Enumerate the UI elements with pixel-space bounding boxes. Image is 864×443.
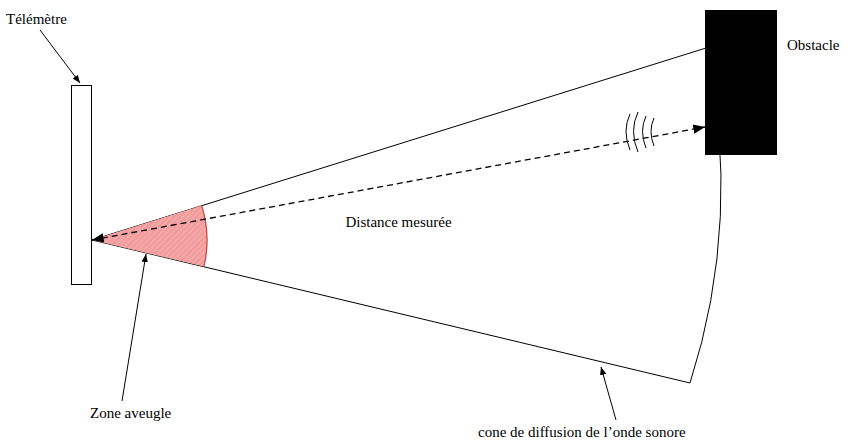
obstacle-block: Obstacle (705, 10, 777, 155)
blind-zone (92, 206, 207, 267)
blind-zone-label: Zone aveugle (90, 405, 171, 422)
sound-cone (92, 48, 721, 383)
distance-arrow (92, 127, 705, 240)
sound-waves (626, 112, 654, 152)
node-label: Obstacle (787, 37, 839, 54)
leader-line (40, 30, 80, 83)
node-label: Télémètre (6, 11, 67, 28)
edge-label: Distance mesurée (345, 214, 451, 231)
blind-zone-arc (202, 206, 207, 267)
cone-label: cone de diffusion de l’onde sonore (478, 424, 686, 441)
rangefinder-box: Télémètre (71, 85, 92, 285)
leader-line (601, 367, 616, 420)
leader-line (122, 254, 146, 401)
